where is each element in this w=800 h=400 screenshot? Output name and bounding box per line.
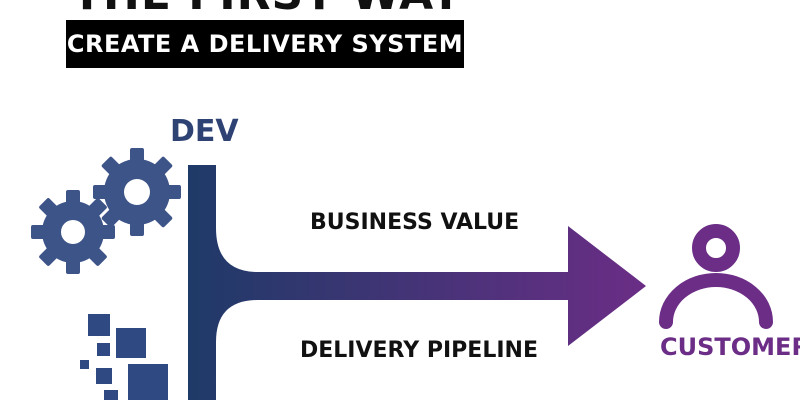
pipeline-arrow [188,165,646,400]
gear-icon [93,148,181,236]
subtitle-text: CREATE A DELIVERY SYSTEM [66,30,464,58]
page-title: THE FIRST WAY [72,0,463,17]
blocks-icon [80,314,168,400]
business-value-label: BUSINESS VALUE [310,210,520,235]
dev-label: DEV [170,114,239,149]
customer-label: CUSTOMER [660,333,800,361]
delivery-pipeline-label: DELIVERY PIPELINE [300,338,538,363]
gear-icon [31,190,115,274]
person-icon [659,224,773,329]
subtitle-banner: CREATE A DELIVERY SYSTEM [66,20,464,68]
